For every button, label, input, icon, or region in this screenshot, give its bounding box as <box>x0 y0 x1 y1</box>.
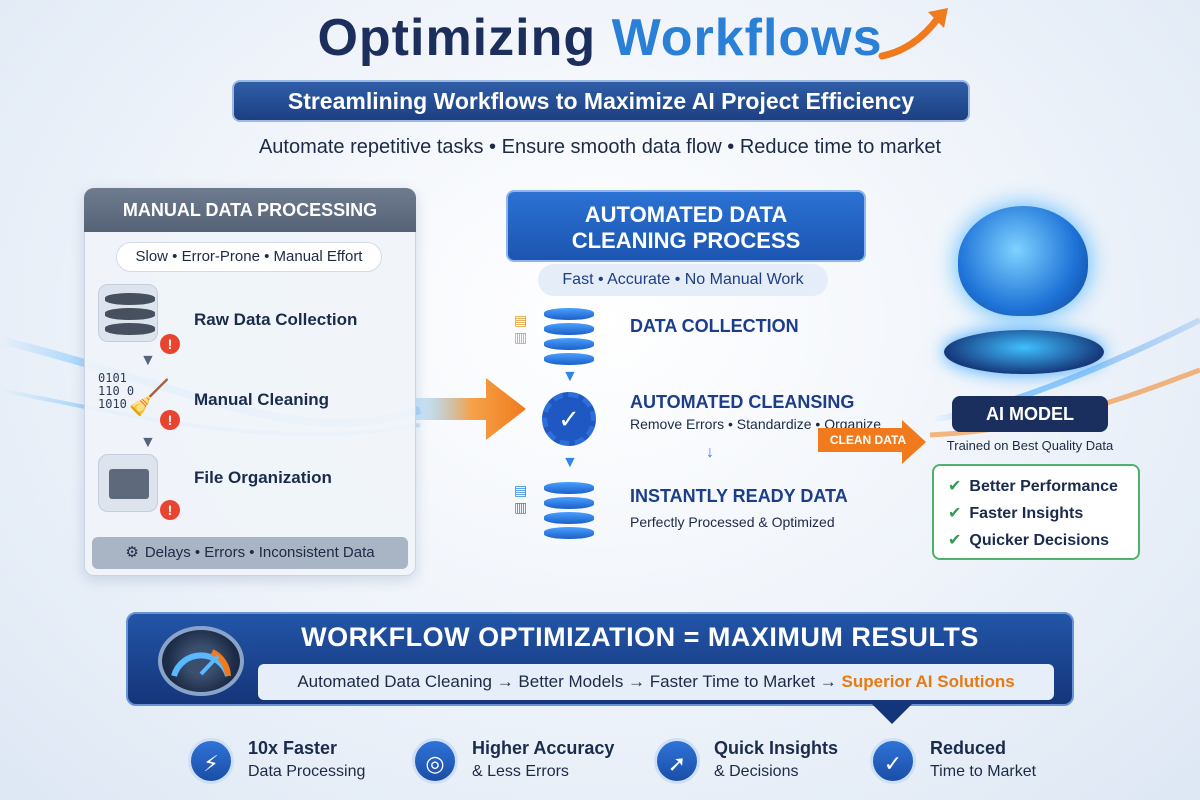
rocket-icon: ➚ <box>654 738 700 784</box>
flow-arrow-left <box>416 378 526 440</box>
database-icon <box>544 482 594 542</box>
manual-step-label: Manual Cleaning <box>194 390 330 409</box>
auto-step-title: DATA COLLECTION <box>630 316 799 336</box>
broken-gear-icon: ⚙ <box>125 544 139 561</box>
warning-icon: ! <box>160 334 180 354</box>
stat-top: Reduced <box>930 738 1007 758</box>
manual-panel-title: MANUAL DATA PROCESSING <box>84 188 416 232</box>
ai-model-sub: Trained on Best Quality Data <box>946 438 1114 453</box>
title-part2: Workflows <box>611 9 883 67</box>
stat-item: Quick Insights & Decisions <box>714 738 838 781</box>
stat-bottom: & Less Errors <box>472 763 569 780</box>
arrow-down-icon: ▼ <box>140 434 156 451</box>
automated-title-line2: CLEANING PROCESS <box>571 228 801 253</box>
banner-pointer <box>872 704 912 724</box>
benefit-label: Better Performance <box>969 478 1118 495</box>
stat-item: Higher Accuracy & Less Errors <box>472 738 614 781</box>
arrow-down-icon: ▼ <box>140 352 156 369</box>
banner-strip-highlight: Superior AI Solutions <box>841 672 1015 691</box>
benefit-label: Quicker Decisions <box>969 532 1110 549</box>
clean-data-tag: CLEAN DATA <box>818 428 918 452</box>
banner-title: WORKFLOW OPTIMIZATION = MAXIMUM RESULTS <box>301 622 979 652</box>
manual-step-label: Raw Data Collection <box>194 310 358 329</box>
manual-step-label: File Organization <box>194 468 332 487</box>
arrow-down-icon: ↓ <box>706 444 714 461</box>
database-icon <box>98 284 158 342</box>
chart-file-icons: ▤▥ <box>514 482 528 515</box>
auto-step-sub: Perfectly Processed & Optimized <box>630 514 835 530</box>
lightning-icon: ⚡ <box>188 738 234 784</box>
stat-item: Reduced Time to Market <box>930 738 1036 781</box>
rising-arrow-icon <box>878 8 948 60</box>
stat-top: Quick Insights <box>714 738 839 758</box>
stat-top: 10x Faster <box>248 738 338 758</box>
manual-footer: ⚙ Delays • Errors • Inconsistent Data <box>92 537 408 569</box>
brain-icon <box>958 206 1088 316</box>
stat-bottom: & Decisions <box>714 763 799 780</box>
check-icon: ✔ <box>948 505 962 522</box>
warning-icon: ! <box>160 410 180 430</box>
manual-footer-text: Delays • Errors • Inconsistent Data <box>144 544 375 561</box>
page-title: Optimizing Workflows <box>0 8 1200 68</box>
check-icon: ✔ <box>948 478 962 495</box>
banner-strip-main: Automated Data Cleaning → Better Models … <box>297 672 842 691</box>
hologram-platform <box>944 330 1104 374</box>
automated-pill: Fast • Accurate • No Manual Work <box>538 264 828 296</box>
gear-check-icon: ✓ <box>542 392 596 446</box>
arrow-down-icon: ▼ <box>562 454 578 471</box>
auto-step-title: INSTANTLY READY DATA <box>630 486 848 506</box>
subtitle-bar: Streamlining Workflows to Maximize AI Pr… <box>232 80 970 122</box>
auto-step-title: AUTOMATED CLEANSING <box>630 392 855 412</box>
benefit-item: ✔ Faster Insights <box>948 503 1138 523</box>
database-icon <box>544 308 594 368</box>
speedometer-icon <box>158 626 244 696</box>
benefits-box: ✔ Better Performance ✔ Faster Insights ✔ Qu… <box>932 464 1140 560</box>
arrow-down-icon: ▼ <box>562 368 578 385</box>
stat-bottom: Time to Market <box>930 763 1037 780</box>
benefit-label: Faster Insights <box>969 505 1084 522</box>
clock-check-icon: ✓ <box>870 738 916 784</box>
benefit-item: ✔ Quicker Decisions <box>948 530 1138 550</box>
stat-top: Higher Accuracy <box>472 738 615 758</box>
folder-icon <box>98 454 158 512</box>
file-icons: ▤▥ <box>514 312 528 345</box>
automated-panel-title: AUTOMATED DATA CLEANING PROCESS <box>506 190 866 262</box>
automated-title-line1: AUTOMATED DATA <box>584 202 788 227</box>
stat-item: 10x Faster Data Processing <box>248 738 365 781</box>
stat-bottom: Data Processing <box>248 763 366 780</box>
ai-model-label: AI MODEL <box>952 396 1108 432</box>
title-part1: Optimizing <box>317 9 597 67</box>
tagline: Automate repetitive tasks • Ensure smoot… <box>258 136 942 158</box>
banner-strip: Automated Data Cleaning → Better Models … <box>258 664 1054 700</box>
check-icon: ✔ <box>948 532 962 549</box>
target-icon: ◎ <box>412 738 458 784</box>
benefit-item: ✔ Better Performance <box>948 476 1138 496</box>
warning-icon: ! <box>160 500 180 520</box>
manual-pill: Slow • Error-Prone • Manual Effort <box>116 242 382 272</box>
